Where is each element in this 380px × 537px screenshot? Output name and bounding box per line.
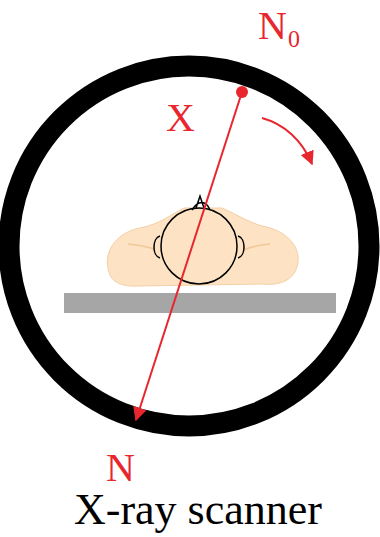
ear-left xyxy=(154,236,160,258)
detector-label: N xyxy=(106,448,135,488)
source-label: N₀ xyxy=(258,6,301,46)
patient-table xyxy=(64,293,336,313)
gantry-ring xyxy=(9,66,369,426)
patient-body xyxy=(107,208,298,286)
patient-head xyxy=(161,208,237,284)
beam-label: X xyxy=(166,98,195,138)
rotation-arrow xyxy=(262,118,312,164)
ear-right xyxy=(238,236,244,258)
source-dot xyxy=(236,86,248,98)
caption: X-ray scanner xyxy=(74,488,322,532)
xray-beam xyxy=(136,92,242,420)
